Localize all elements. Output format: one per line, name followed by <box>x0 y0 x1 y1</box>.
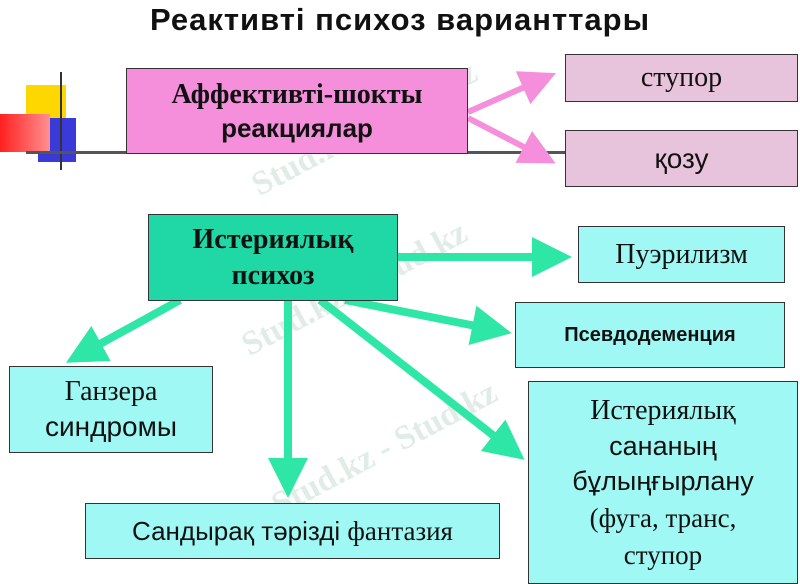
stupor-box: ступор <box>565 54 798 102</box>
affective-shock-box: Аффективті-шокты реакциялар <box>126 68 468 154</box>
hysteria-psychosis-label-1: Истериялық <box>192 223 354 255</box>
twilight-label-3: бұлыңғырлану <box>572 465 754 496</box>
twilight-label-1: Истериялық <box>590 394 736 426</box>
ganser-label-2: синдромы <box>45 410 177 442</box>
decor-red-square <box>0 114 50 152</box>
pseudodementia-box: Псевдодеменция <box>515 302 785 368</box>
kozu-box: қозу <box>565 130 798 187</box>
arrow-to-stupor <box>466 71 556 115</box>
page-title: Реактивті психоз варианттары <box>149 2 651 37</box>
affective-shock-label-2: реакциялар <box>221 113 373 143</box>
arrow-to-pseudodementia <box>344 296 512 345</box>
arrow-to-twilight <box>317 296 525 460</box>
fantasy-label: Сандырақ тәрізді фантазия <box>132 516 453 547</box>
twilight-box: Истериялық сананың бұлыңғырлану (фуга, т… <box>528 381 798 584</box>
stupor-label: ступор <box>640 62 723 93</box>
fantasy-label-part1: Сандырақ тәрізді <box>132 515 348 546</box>
pseudodementia-label: Псевдодеменция <box>564 323 736 346</box>
puerilism-box: Пуэрилизм <box>578 226 785 283</box>
twilight-label-5: ступор <box>623 539 703 570</box>
hysteria-psychosis-label-2: психоз <box>231 259 315 291</box>
decor-vertical-line <box>60 72 62 170</box>
fantasy-label-part2: фантазия <box>347 515 453 546</box>
kozu-label: қозу <box>654 142 709 174</box>
fantasy-box: Сандырақ тәрізді фантазия <box>85 503 500 559</box>
affective-shock-label-1: Аффективті-шокты <box>171 79 423 110</box>
ganser-label-1: Ганзера <box>64 375 158 407</box>
arrow-to-ganser <box>65 296 182 363</box>
hysteria-psychosis-box: Истериялық психоз <box>148 214 398 301</box>
twilight-label-2: сананың <box>609 430 717 461</box>
puerilism-label: Пуэрилизм <box>615 238 748 270</box>
arrow-to-kozu <box>466 115 556 164</box>
ganser-box: Ганзера синдромы <box>9 366 213 453</box>
twilight-label-4: (фуга, транс, <box>589 502 737 533</box>
